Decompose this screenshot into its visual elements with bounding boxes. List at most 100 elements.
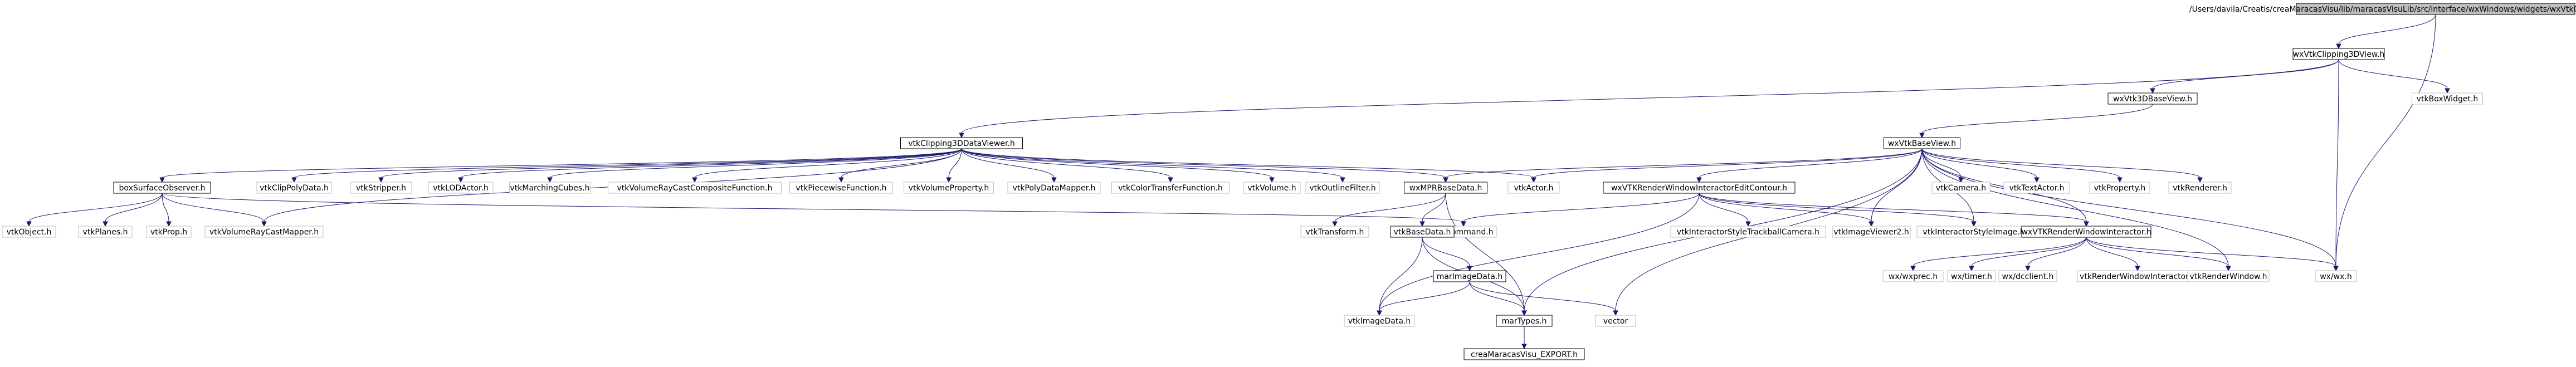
node-label-vtk-lodactor: vtkLODActor.h (433, 184, 489, 193)
edge-wx-vtk-base-view-to-vtk-render-window (1921, 148, 2231, 272)
edge-wx-vtkrender-window-interactor-edit-contour-to-wx-vtkrender-window-interactor (1699, 193, 2089, 227)
node-vtk-image-viewer2: vtkImageViewer2.h (1832, 226, 1911, 238)
edge-vtk-clipping3-ddata-viewer-to-vtk-volume-ray-cast-composite-function (692, 148, 962, 183)
node-label-vtk-volume-ray-cast-mapper: vtkVolumeRayCastMapper.h (209, 228, 319, 237)
node-label-vtk-render-window-interactor: vtkRenderWindowInteractor.h (2080, 272, 2196, 281)
node-label-vtk-renderer: vtkRenderer.h (2173, 184, 2227, 193)
node-vtk-text-actor: vtkTextActor.h (2003, 182, 2070, 194)
node-mar-image-data[interactable]: marImageData.h (1433, 270, 1506, 282)
node-vtk-renderer: vtkRenderer.h (2168, 182, 2232, 194)
edge-wx-vtkrender-window-interactor-to-wxwx (2086, 237, 2339, 272)
node-wxwxprec: wx/wxprec.h (1882, 270, 1944, 282)
node-vtk-stripper: vtkStripper.h (350, 182, 412, 194)
node-vtk-camera: vtkCamera.h (1931, 182, 1990, 194)
edge-box-surface-observer-to-vtk-prop (162, 193, 172, 227)
node-vtk-volume-ray-cast-mapper: vtkVolumeRayCastMapper.h (204, 226, 324, 238)
edge-vtk-clipping3-ddata-viewer-to-vtk-volume (961, 148, 1275, 183)
edge-wx-mprbase-data-to-vtk-transform (1332, 193, 1446, 227)
edge-wx-mprbase-data-to-vtk-base-data (1419, 193, 1446, 227)
edge-box-surface-observer-to-vtk-command (162, 193, 1466, 227)
node-wx-mprbase-data[interactable]: wxMPRBaseData.h (1404, 182, 1487, 194)
node-vtk-prop: vtkProp.h (146, 226, 192, 238)
edge-vtk-clipping3-ddata-viewer-to-vtk-actor (961, 148, 1536, 183)
edge-wx-vtk-base-view-to-wxwx (1921, 148, 2339, 272)
node-label-vtk-object: vtkObject.h (7, 228, 52, 237)
node-vtk-base-data[interactable]: vtkBaseData.h (1390, 226, 1455, 238)
node-label-vtk-volume-property: vtkVolumeProperty.h (909, 184, 989, 193)
node-vtk-clipping3-ddata-viewer[interactable]: vtkClipping3DDataViewer.h (900, 137, 1023, 149)
node-root: /Users/davila/Creatis/creaMaracasVisu/li… (2189, 3, 2576, 15)
edge-vtk-clipping3-ddata-viewer-to-vtk-clip-poly-data (291, 148, 962, 183)
node-label-vtk-clip-poly-data: vtkClipPolyData.h (260, 184, 329, 193)
edge-wx-vtk-base-view-to-wx-vtkrender-window-interactor-edit-contour (1696, 148, 1923, 183)
node-label-wx-mprbase-data: wxMPRBaseData.h (1409, 184, 1482, 193)
node-wx-vtk-base-view[interactable]: wxVtkBaseView.h (1884, 137, 1960, 149)
node-vtk-poly-data-mapper: vtkPolyDataMapper.h (1007, 182, 1101, 194)
edge-wx-vtk-clipping3-dview-to-vtk-clipping3-ddata-viewer (959, 59, 2339, 139)
edge-box-surface-observer-to-vtk-object (26, 193, 163, 227)
edge-wx-vtkrender-window-interactor-edit-contour-to-vtk-interactor-style-trackball-camera (1699, 193, 1751, 227)
node-label-vtk-property: vtkProperty.h (2094, 184, 2145, 193)
node-wx-vtkrender-window-interactor[interactable]: wxVTKRenderWindowInteractor.h (2021, 226, 2151, 238)
node-crea-maracas-visu-export[interactable]: creaMaracasVisu_EXPORT.h (1463, 348, 1585, 360)
node-vtk-interactor-style-trackball-camera: vtkInteractorStyleTrackballCamera.h (1670, 226, 1826, 238)
node-label-vtk-clipping3-ddata-viewer: vtkClipping3DDataViewer.h (908, 139, 1015, 148)
node-vtk-outline-filter: vtkOutlineFilter.h (1305, 182, 1380, 194)
node-vector: vector (1595, 315, 1636, 327)
node-vtk-clip-poly-data: vtkClipPolyData.h (256, 182, 332, 194)
node-label-crea-maracas-visu-export: creaMaracasVisu_EXPORT.h (1471, 350, 1578, 359)
node-label-vtk-piecewise-function: vtkPiecewiseFunction.h (796, 184, 887, 193)
node-mar-types[interactable]: marTypes.h (1496, 315, 1553, 327)
edge-vtk-clipping3-ddata-viewer-to-wx-mprbase-data (961, 148, 1448, 183)
node-vtk-volume: vtkVolume.h (1243, 182, 1301, 194)
node-label-wxwxprec: wx/wxprec.h (1889, 272, 1938, 281)
node-vtk-lodactor: vtkLODActor.h (428, 182, 494, 194)
node-label-vtk-transform: vtkTransform.h (1306, 228, 1364, 237)
node-vtk-box-widget: vtkBoxWidget.h (2412, 92, 2483, 105)
edge-vtk-clipping3-ddata-viewer-to-vtk-poly-data-mapper (961, 148, 1057, 183)
node-wx-vtkrender-window-interactor-edit-contour[interactable]: wxVTKRenderWindowInteractorEditContour.h (1603, 182, 1796, 194)
edge-vtk-clipping3-ddata-viewer-to-vtk-outline-filter (961, 148, 1345, 183)
node-label-vtk-volume-ray-cast-composite-function: vtkVolumeRayCastCompositeFunction.h (617, 184, 773, 193)
edge-mar-image-data-to-mar-types (1469, 281, 1527, 316)
node-label-vtk-image-viewer2: vtkImageViewer2.h (1833, 228, 1909, 237)
node-vtk-piecewise-function: vtkPiecewiseFunction.h (789, 182, 893, 194)
node-vtk-marching-cubes: vtkMarchingCubes.h (509, 182, 591, 194)
node-box-surface-observer[interactable]: boxSurfaceObserver.h (113, 182, 211, 194)
graph-edges (26, 14, 2450, 350)
node-label-wxtimer: wx/timer.h (1951, 272, 1992, 281)
node-vtk-color-transfer-function: vtkColorTransferFunction.h (1111, 182, 1230, 194)
edge-wx-vtk-base-view-to-vtk-actor (1531, 148, 1923, 183)
node-vtk-render-window: vtkRenderWindow.h (2187, 270, 2270, 282)
node-wx-vtk3-dbase-view[interactable]: wxVtk3DBaseView.h (2107, 92, 2198, 105)
node-label-vtk-color-transfer-function: vtkColorTransferFunction.h (1118, 184, 1223, 193)
node-label-vtk-stripper: vtkStripper.h (356, 184, 406, 193)
node-label-vtk-actor: vtkActor.h (1514, 184, 1554, 193)
node-label-vtk-poly-data-mapper: vtkPolyDataMapper.h (1013, 184, 1096, 193)
edge-wx-vtk3-dbase-view-to-wx-vtk-base-view (1919, 104, 2153, 139)
node-vtk-volume-property: vtkVolumeProperty.h (904, 182, 994, 194)
edge-wx-vtk-clipping3-dview-to-vtk-box-widget (2338, 59, 2450, 94)
node-label-vtk-image-data: vtkImageData.h (1348, 317, 1411, 326)
edge-wx-vtk-clipping3-dview-to-wx-vtk3-dbase-view (2150, 59, 2339, 94)
edge-wx-vtk-base-view-to-vtk-text-actor (1921, 148, 2040, 183)
node-label-wx-vtk3-dbase-view: wxVtk3DBaseView.h (2113, 95, 2192, 104)
node-vtk-render-window-interactor: vtkRenderWindowInteractor.h (2077, 270, 2198, 282)
edge-vtk-base-data-to-mar-image-data (1422, 237, 1472, 272)
edge-wx-mprbase-data-to-mar-types (1445, 193, 1527, 316)
edge-wx-vtkrender-window-interactor-to-wxdcclient (2025, 237, 2087, 272)
node-label-vtk-marching-cubes: vtkMarchingCubes.h (510, 184, 590, 193)
edge-vtk-clipping3-ddata-viewer-to-vtk-color-transfer-function (961, 148, 1173, 183)
node-label-vtk-text-actor: vtkTextActor.h (2009, 184, 2064, 193)
node-label-wx-vtk-clipping3-dview: wxVtkClipping3DView.h (2293, 50, 2385, 59)
node-vtk-actor: vtkActor.h (1507, 182, 1560, 194)
node-vtk-planes: vtkPlanes.h (78, 226, 133, 238)
node-vtk-property: vtkProperty.h (2089, 182, 2150, 194)
node-label-vtk-outline-filter: vtkOutlineFilter.h (1309, 184, 1375, 193)
edge-box-surface-observer-to-vtk-planes (103, 193, 163, 227)
node-wx-vtk-clipping3-dview[interactable]: wxVtkClipping3DView.h (2292, 48, 2385, 60)
edge-vtk-clipping3-ddata-viewer-to-vtk-marching-cubes (547, 148, 962, 183)
edge-wx-vtkrender-window-interactor-edit-contour-to-vtk-image-viewer2 (1699, 193, 1874, 227)
graph-nodes: /Users/davila/Creatis/creaMaracasVisu/li… (2, 3, 2576, 360)
